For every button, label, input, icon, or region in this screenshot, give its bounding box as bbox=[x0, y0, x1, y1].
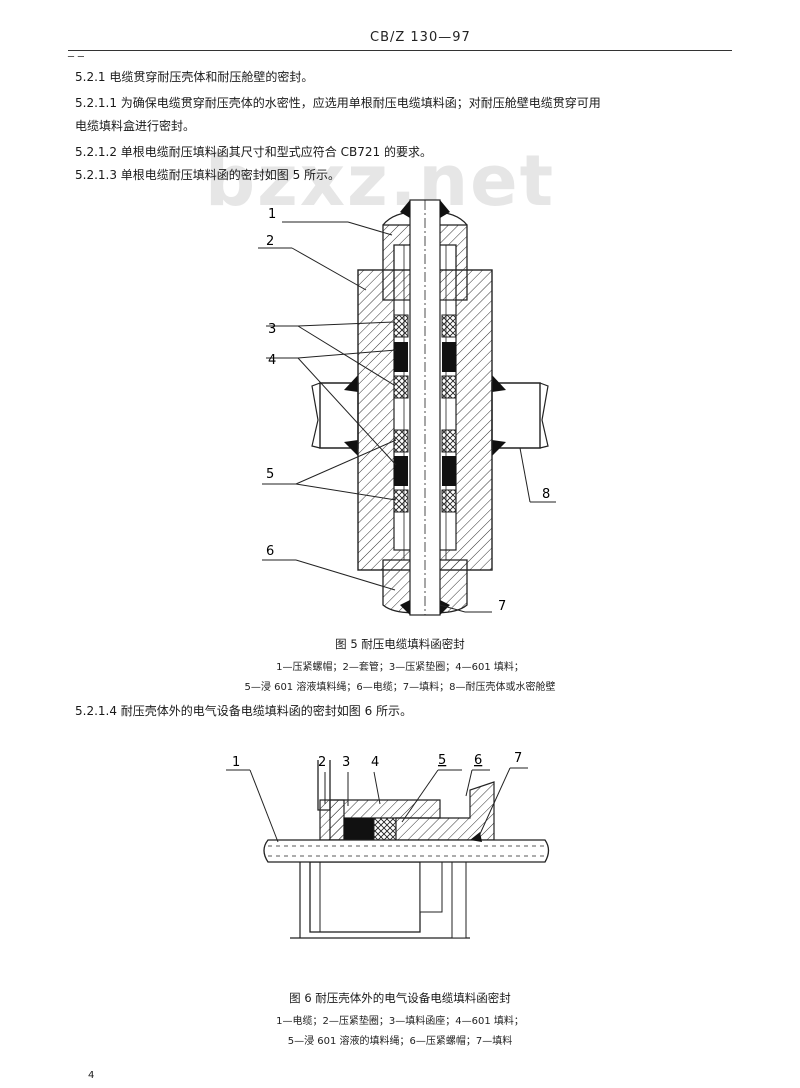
fig6-label-4: 4 bbox=[371, 755, 379, 770]
header-rule bbox=[68, 50, 732, 51]
fig5-label-7: 7 bbox=[498, 599, 506, 614]
fig5-label-5: 5 bbox=[266, 467, 274, 482]
figure-6-diagram: 1 2 3 4 5 6 7 bbox=[226, 751, 550, 939]
figure-5-diagram: 1 2 3 4 5 6 7 8 bbox=[258, 199, 556, 616]
figure-6-legend-2: 5—浸 601 溶液的填料绳；6—压紧螺帽；7—填料 bbox=[287, 1036, 513, 1047]
figure-6-caption: 图 6 耐压壳体外的电气设备电缆填料函密封 bbox=[289, 991, 511, 1005]
watermark: bzxz.net bbox=[205, 140, 556, 222]
para-5-2-1-3: 5.2.1.3 单根电缆耐压填料函的密封如图 5 所示。 bbox=[75, 168, 341, 182]
para-5-2-1-1: 5.2.1.1 为确保电缆贯穿耐压壳体的水密性，应选用单根耐压电缆填料函；对耐压… bbox=[75, 96, 601, 110]
fig5-label-1: 1 bbox=[268, 207, 276, 222]
fig6-label-6: 6 bbox=[474, 753, 482, 768]
fig6-label-3: 3 bbox=[342, 755, 350, 770]
fig6-label-5: 5 bbox=[438, 753, 446, 768]
figure-5-legend-2: 5—浸 601 溶液填料绳；6—电缆；7—填料；8—耐压壳体或水密舱壁 bbox=[244, 682, 556, 693]
para-5-2-1-4: 5.2.1.4 耐压壳体外的电气设备电缆填料函的密封如图 6 所示。 bbox=[75, 704, 413, 718]
fig6-label-7: 7 bbox=[514, 751, 522, 766]
fig5-label-3: 3 bbox=[268, 322, 276, 337]
figure-6-legend-1: 1—电缆；2—压紧垫圈；3—填料函座；4—601 填料； bbox=[276, 1016, 524, 1027]
fig5-label-6: 6 bbox=[266, 544, 274, 559]
para-5-2-1-1-cont: 电缆填料盒进行密封。 bbox=[75, 119, 196, 133]
para-5-2-1-2: 5.2.1.2 单根电缆耐压填料函其尺寸和型式应符合 CB721 的要求。 bbox=[75, 145, 432, 159]
figure-5-caption: 图 5 耐压电缆填料函密封 bbox=[335, 637, 465, 651]
page-number: 4 bbox=[88, 1070, 95, 1081]
para-5-2-1: 5.2.1 电缆贯穿耐压壳体和耐压舱壁的密封。 bbox=[75, 70, 314, 84]
page-header: _ _ CB/Z 130—97 bbox=[0, 30, 800, 57]
fig5-label-2: 2 bbox=[266, 234, 274, 249]
standard-number: CB/Z 130—97 bbox=[370, 30, 471, 45]
fig5-label-8: 8 bbox=[542, 487, 550, 502]
fig6-label-2: 2 bbox=[318, 755, 326, 770]
fig5-label-4: 4 bbox=[268, 353, 276, 368]
fig6-label-1: 1 bbox=[232, 755, 240, 770]
figure-5-legend-1: 1—压紧螺帽；2—套管；3—压紧垫圈；4—601 填料； bbox=[276, 662, 524, 673]
